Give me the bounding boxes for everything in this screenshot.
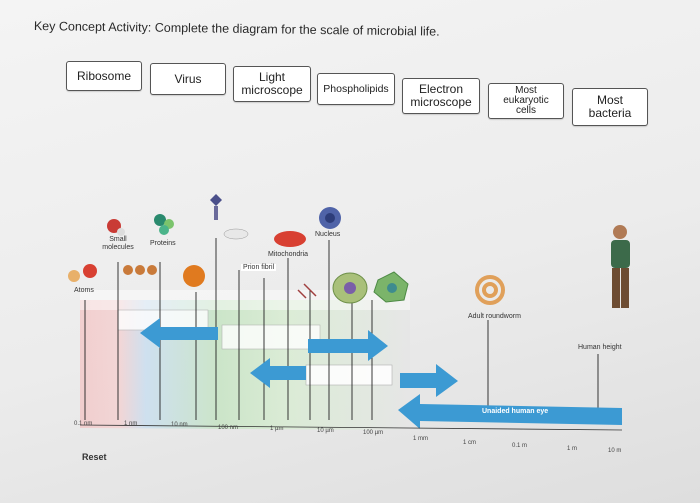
range-arrows (140, 318, 622, 429)
label-nucleus: Nucleus (315, 231, 341, 238)
label-human-height: Human height (578, 344, 622, 351)
reset-button[interactable]: Reset (82, 452, 107, 462)
label-adult-roundworm: Adult roundworm (468, 313, 521, 320)
scale-tick-label: 10 µm (317, 428, 334, 434)
protein-illustration (154, 214, 174, 235)
label-prion-fibril: Prion fibril (241, 264, 277, 271)
human-illustration (611, 225, 630, 308)
label-mitochondria: Mitochondria (268, 251, 309, 258)
mitochondria-illustration (274, 231, 306, 247)
molecule-row-illustration (123, 265, 157, 275)
scale-tick-label: 1 mm (413, 436, 428, 442)
virus-illustration (183, 194, 222, 287)
scale-tick-label: 10 nm (171, 422, 188, 428)
label-small-molecules: Small molecules (102, 236, 134, 251)
label-proteins: Proteins (150, 240, 176, 247)
answer-chip-most-eukaryotic-cells[interactable]: Most eukaryotic cells (488, 83, 564, 119)
scale-band-fade (80, 290, 410, 310)
roundworm-illustration (475, 275, 505, 305)
scale-tick-label: 1 µm (270, 426, 284, 432)
prion-fibril-illustration (297, 283, 317, 299)
label-atoms: Atoms (74, 287, 94, 294)
arrow-unaided-eye (398, 394, 622, 429)
arrow-left-1 (140, 318, 218, 348)
scale-tick-label: 0.1 nm (74, 421, 93, 427)
arrow-right-2 (400, 364, 458, 397)
answer-chip-phospholipids[interactable]: Phospholipids (317, 73, 395, 105)
label-unaided-eye: Unaided human eye (482, 408, 549, 415)
answer-chip-electron-microscope[interactable]: Electron microscope (402, 78, 480, 114)
drop-zone-2 (221, 324, 321, 350)
marker-lines (84, 238, 599, 420)
drop-zone-3 (305, 364, 393, 386)
answer-chip-most-bacteria[interactable]: Most bacteria (572, 88, 648, 126)
scale-axis (79, 424, 623, 431)
answer-chip-ribosome[interactable]: Ribosome (66, 61, 142, 91)
scale-tick-label: 0.1 m (512, 443, 528, 449)
scale-tick-label: 1 cm (463, 440, 477, 446)
nucleus-illustration (319, 207, 341, 229)
answer-chip-virus[interactable]: Virus (150, 63, 226, 95)
arrow-right-1 (308, 330, 388, 361)
atom-illustrations (68, 264, 97, 282)
scale-tick-label: 1 nm (124, 421, 138, 427)
scale-tick-label: 10 m (608, 448, 622, 454)
small-molecule-illustration (107, 219, 125, 236)
answer-chip-light-microscope[interactable]: Light microscope (233, 66, 311, 102)
ribosome-illustration (223, 228, 249, 240)
cell-illustrations (332, 271, 409, 304)
scale-tick-label: 100 nm (218, 425, 239, 431)
arrow-left-2 (250, 358, 306, 388)
scale-tick-label: 100 µm (363, 430, 384, 436)
scale-tick-label: 1 m (567, 446, 578, 452)
